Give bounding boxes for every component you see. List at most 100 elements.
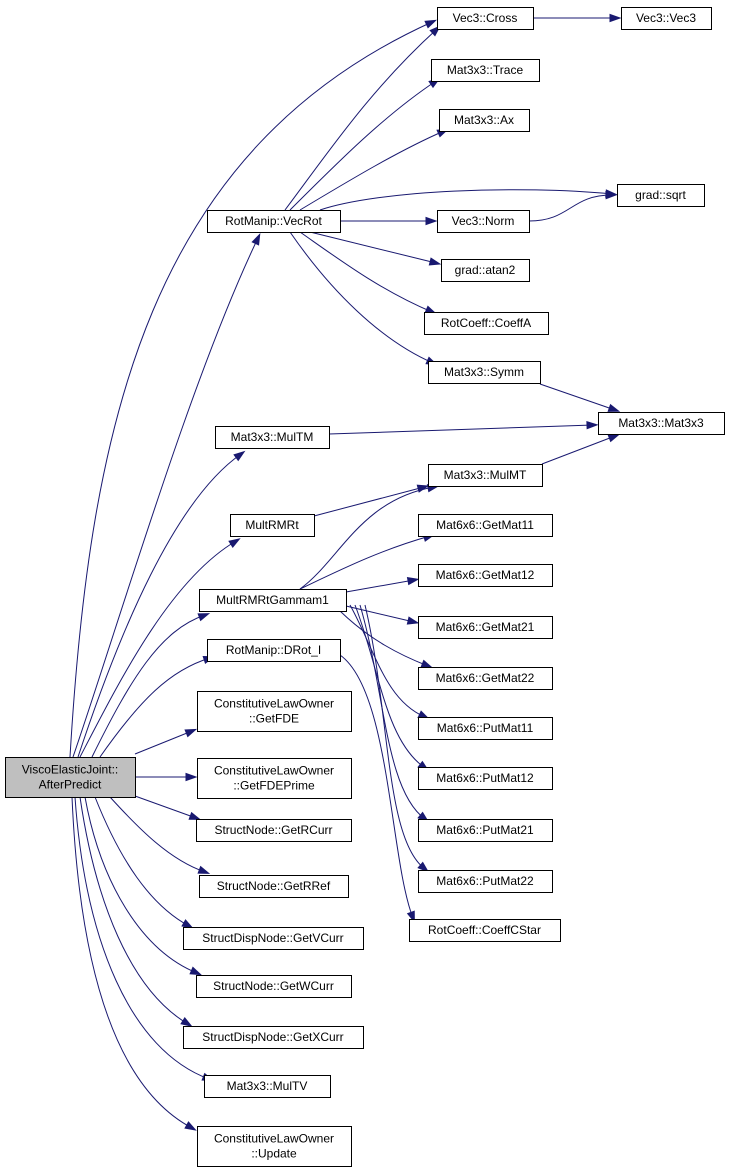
node-coeffa[interactable]: RotCoeff::CoeffA (424, 312, 549, 335)
edge-root-to-update (71, 796, 197, 1131)
node-box[interactable] (418, 870, 553, 893)
edge-arrowhead (184, 728, 198, 738)
node-label: ViscoElasticJoint:: (22, 763, 119, 777)
node-label: StructDispNode::GetVCurr (202, 931, 343, 945)
edge-line (339, 654, 414, 919)
node-box[interactable] (621, 7, 712, 30)
node-box[interactable] (431, 59, 540, 82)
edge-arrowhead (605, 191, 618, 200)
node-label: Mat6x6::GetMat22 (436, 671, 535, 685)
node-norm[interactable]: Vec3::Norm (437, 210, 530, 233)
node-box[interactable] (183, 1026, 364, 1049)
edge-vecrot-to-atan2 (309, 231, 442, 266)
edge-vecrot-to-vec3cross (284, 25, 442, 211)
edge-vecrot-to-symm (289, 231, 439, 366)
node-gammam1[interactable]: MultRMRtGammam1 (199, 589, 347, 612)
node-box[interactable] (598, 412, 725, 435)
node-box[interactable] (424, 312, 549, 335)
node-getmat12[interactable]: Mat6x6::GetMat12 (418, 564, 553, 587)
node-getfde[interactable]: ConstitutiveLawOwner::GetFDE (197, 691, 352, 732)
edges-layer (69, 13, 622, 1131)
node-box[interactable] (418, 717, 553, 740)
node-box[interactable] (418, 564, 553, 587)
node-putmat12[interactable]: Mat6x6::PutMat12 (418, 767, 553, 790)
edge-arrowhead (233, 450, 246, 462)
node-box[interactable] (418, 616, 553, 639)
node-box[interactable] (199, 589, 347, 612)
node-coeffcstar[interactable]: RotCoeff::CoeffCStar (409, 919, 561, 942)
node-getvcurr[interactable]: StructDispNode::GetVCurr (183, 927, 364, 950)
node-multm[interactable]: Mat3x3::MulTM (215, 426, 330, 449)
node-vec3vec3[interactable]: Vec3::Vec3 (621, 7, 712, 30)
node-box[interactable] (197, 691, 352, 732)
node-box[interactable] (183, 927, 364, 950)
node-box[interactable] (215, 426, 330, 449)
node-box[interactable] (197, 1126, 352, 1167)
node-getrcurr[interactable]: StructNode::GetRCurr (196, 819, 352, 842)
edge-line (99, 657, 211, 758)
node-putmat22[interactable]: Mat6x6::PutMat22 (418, 870, 553, 893)
node-box[interactable] (5, 757, 136, 798)
node-mat3x3[interactable]: Mat3x3::Mat3x3 (598, 412, 725, 435)
node-box[interactable] (207, 210, 341, 233)
node-box[interactable] (418, 767, 553, 790)
node-box[interactable] (409, 919, 561, 942)
node-getmat11[interactable]: Mat6x6::GetMat11 (418, 514, 553, 537)
edge-line (319, 189, 613, 211)
node-label: Vec3::Cross (453, 11, 518, 25)
node-root[interactable]: ViscoElasticJoint::AfterPredict (5, 757, 136, 798)
node-label: Mat3x3::Trace (447, 63, 524, 77)
edge-line (528, 194, 613, 222)
node-getmat21[interactable]: Mat6x6::GetMat21 (418, 616, 553, 639)
edge-root-to-gammam1 (91, 613, 211, 758)
edge-arrowhead (189, 966, 203, 976)
node-box[interactable] (439, 109, 530, 132)
node-box[interactable] (428, 361, 541, 384)
node-box[interactable] (207, 639, 341, 662)
edge-root-to-multrmrt (79, 538, 241, 758)
node-box[interactable] (196, 819, 352, 842)
node-box[interactable] (418, 819, 553, 842)
node-getxcurr[interactable]: StructDispNode::GetXCurr (183, 1026, 364, 1049)
edge-arrowhead (188, 811, 202, 820)
node-getmat22[interactable]: Mat6x6::GetMat22 (418, 667, 553, 690)
node-symm[interactable]: Mat3x3::Symm (428, 361, 541, 384)
node-multv[interactable]: Mat3x3::MulTV (204, 1075, 331, 1098)
node-getrref[interactable]: StructNode::GetRRef (199, 875, 349, 898)
node-getwcurr[interactable]: StructNode::GetWCurr (196, 975, 352, 998)
edge-line (299, 486, 435, 590)
node-atan2[interactable]: grad::atan2 (441, 259, 530, 282)
node-putmat21[interactable]: Mat6x6::PutMat21 (418, 819, 553, 842)
node-mulmt[interactable]: Mat3x3::MulMT (428, 464, 543, 487)
node-label: ::Update (251, 1147, 297, 1161)
node-ax[interactable]: Mat3x3::Ax (439, 109, 530, 132)
node-sqrt[interactable]: grad::sqrt (617, 184, 705, 207)
node-label: Vec3::Norm (452, 214, 515, 228)
node-box[interactable] (197, 758, 352, 799)
node-box[interactable] (418, 514, 553, 537)
node-box[interactable] (204, 1075, 331, 1098)
node-label: Mat6x6::PutMat22 (436, 874, 534, 888)
node-drot[interactable]: RotManip::DRot_I (207, 639, 341, 662)
node-multrmrt[interactable]: MultRMRt (230, 514, 315, 537)
node-box[interactable] (617, 184, 705, 207)
node-putmat11[interactable]: Mat6x6::PutMat11 (418, 717, 553, 740)
edge-arrowhead (181, 919, 194, 929)
edge-root-to-vecrot (72, 233, 261, 758)
node-vecrot[interactable]: RotManip::VecRot (207, 210, 341, 233)
node-box[interactable] (437, 210, 530, 233)
node-vec3cross[interactable]: Vec3::Cross (437, 7, 534, 30)
node-box[interactable] (418, 667, 553, 690)
node-box[interactable] (230, 514, 315, 537)
node-label: StructNode::GetRRef (217, 879, 331, 893)
node-box[interactable] (199, 875, 349, 898)
edge-symm-to-mat3x3 (539, 383, 621, 412)
node-getfdeprime[interactable]: ConstitutiveLawOwner::GetFDEPrime (197, 758, 352, 799)
node-label: Mat6x6::GetMat21 (436, 620, 535, 634)
node-box[interactable] (441, 259, 530, 282)
node-box[interactable] (196, 975, 352, 998)
node-box[interactable] (437, 7, 534, 30)
node-trace[interactable]: Mat3x3::Trace (431, 59, 540, 82)
node-box[interactable] (428, 464, 543, 487)
node-update[interactable]: ConstitutiveLawOwner::Update (197, 1126, 352, 1167)
